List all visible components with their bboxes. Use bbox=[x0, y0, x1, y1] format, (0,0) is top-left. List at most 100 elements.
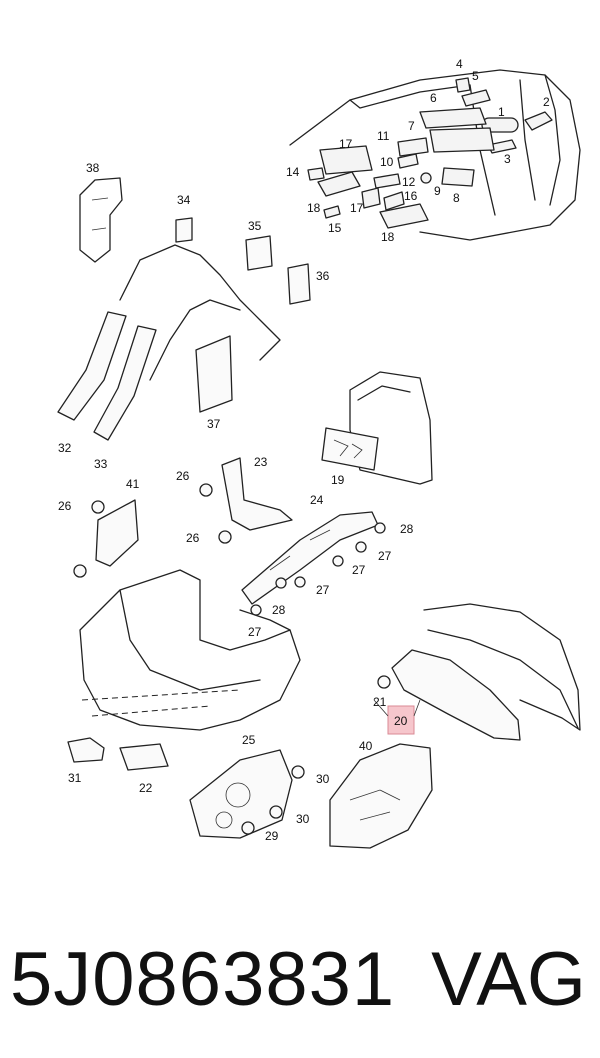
clip-21 bbox=[377, 675, 391, 689]
callout-17b: 17 bbox=[350, 201, 364, 215]
body-shell-group bbox=[67, 569, 301, 771]
membrane-19 bbox=[321, 427, 379, 471]
pad-12 bbox=[373, 173, 401, 189]
insulation-40 bbox=[329, 743, 433, 849]
clip-26d bbox=[73, 564, 87, 578]
callout-35: 35 bbox=[248, 219, 262, 233]
callout-24: 24 bbox=[310, 493, 324, 507]
brand-name: VAG bbox=[431, 937, 586, 1022]
bracket-38 bbox=[79, 177, 123, 263]
callout-3: 3 bbox=[504, 152, 511, 166]
panel-25-group bbox=[189, 749, 305, 839]
callout-27c: 27 bbox=[316, 583, 330, 597]
pad-7 bbox=[429, 127, 495, 153]
clip-26b bbox=[218, 530, 232, 544]
pad-14 bbox=[307, 167, 325, 181]
callout-9: 9 bbox=[434, 184, 441, 198]
bootlid-group bbox=[329, 603, 581, 849]
clip-28b bbox=[275, 577, 287, 589]
panel-25 bbox=[189, 749, 293, 839]
callout-26a: 26 bbox=[176, 469, 190, 483]
callout-6: 6 bbox=[430, 91, 437, 105]
callout-26b: 26 bbox=[186, 531, 200, 545]
part-number: 5J0863831 bbox=[10, 937, 396, 1022]
footer: 5J0863831 VAG bbox=[0, 920, 600, 1040]
pad-5 bbox=[461, 89, 491, 107]
bracket-group bbox=[73, 457, 386, 616]
callout-14: 14 bbox=[286, 165, 300, 179]
callout-26c: 26 bbox=[58, 499, 72, 513]
pad-17a bbox=[319, 145, 373, 175]
block-22 bbox=[119, 743, 169, 771]
callout-29: 29 bbox=[265, 829, 279, 843]
pad-6 bbox=[419, 107, 487, 129]
highlight-box-20 bbox=[387, 705, 415, 735]
callout-33: 33 bbox=[94, 457, 108, 471]
pad-18b bbox=[379, 203, 429, 229]
callout-12: 12 bbox=[402, 175, 416, 189]
callout-34: 34 bbox=[177, 193, 191, 207]
block-31 bbox=[67, 737, 105, 763]
pad-18a bbox=[317, 171, 361, 197]
callout-11: 11 bbox=[377, 129, 390, 143]
rear-quarter-group bbox=[57, 177, 311, 441]
callout-23: 23 bbox=[254, 455, 268, 469]
callout-36: 36 bbox=[316, 269, 330, 283]
callout-41: 41 bbox=[126, 477, 140, 491]
callout-1: 1 bbox=[498, 105, 505, 119]
clip-27b bbox=[332, 555, 344, 567]
callout-16: 16 bbox=[404, 189, 418, 203]
pad-16 bbox=[383, 191, 405, 211]
callout-18b: 18 bbox=[381, 230, 395, 244]
bracket-23 bbox=[221, 457, 293, 531]
floor-pan-group bbox=[289, 69, 581, 241]
callout-32: 32 bbox=[58, 441, 72, 455]
pad-10 bbox=[397, 153, 419, 169]
callout-40: 40 bbox=[359, 739, 373, 753]
clip-29 bbox=[241, 821, 255, 835]
callout-27d: 27 bbox=[248, 625, 262, 639]
door-group bbox=[321, 371, 433, 485]
bracket-41 bbox=[95, 499, 139, 567]
clip-26c bbox=[91, 500, 105, 514]
pad-36 bbox=[287, 263, 311, 305]
block-34 bbox=[175, 217, 193, 243]
callout-18a: 18 bbox=[307, 201, 321, 215]
clip-30b bbox=[269, 805, 283, 819]
callout-28a: 28 bbox=[400, 522, 414, 536]
strip-33 bbox=[93, 325, 157, 441]
pad-9 bbox=[420, 172, 432, 184]
pad-11 bbox=[397, 137, 429, 157]
strip-32 bbox=[57, 311, 127, 421]
callout-15: 15 bbox=[328, 221, 342, 235]
callout-22: 22 bbox=[139, 781, 153, 795]
callout-19: 19 bbox=[331, 473, 345, 487]
clip-27c bbox=[294, 576, 306, 588]
pad-2 bbox=[524, 111, 553, 131]
callout-8: 8 bbox=[453, 191, 460, 205]
callout-2: 2 bbox=[543, 95, 550, 109]
callout-25: 25 bbox=[242, 733, 256, 747]
clip-30a bbox=[291, 765, 305, 779]
panel-37 bbox=[195, 335, 233, 413]
callout-5: 5 bbox=[472, 69, 479, 83]
clip-26a bbox=[199, 483, 213, 497]
pad-15 bbox=[323, 205, 341, 219]
clip-27a bbox=[355, 541, 367, 553]
callout-38: 38 bbox=[86, 161, 100, 175]
block-35 bbox=[245, 235, 273, 271]
callout-30b: 30 bbox=[296, 812, 310, 826]
callout-20: 20 bbox=[394, 714, 408, 728]
pad-4 bbox=[455, 77, 471, 93]
callout-21: 21 bbox=[373, 695, 387, 709]
callout-labels: 1 2 3 4 5 6 7 8 9 10 11 12 14 15 16 17 1… bbox=[58, 57, 550, 843]
callout-27b: 27 bbox=[352, 563, 366, 577]
callout-31: 31 bbox=[68, 771, 82, 785]
clip-28a bbox=[374, 522, 386, 534]
callout-27a: 27 bbox=[378, 549, 392, 563]
pad-8 bbox=[441, 167, 475, 187]
callout-17a: 17 bbox=[339, 137, 353, 151]
parts-diagram: 1 2 3 4 5 6 7 8 9 10 11 12 14 15 16 17 1… bbox=[57, 57, 581, 849]
callout-4: 4 bbox=[456, 57, 463, 71]
liner-20 bbox=[391, 649, 521, 741]
